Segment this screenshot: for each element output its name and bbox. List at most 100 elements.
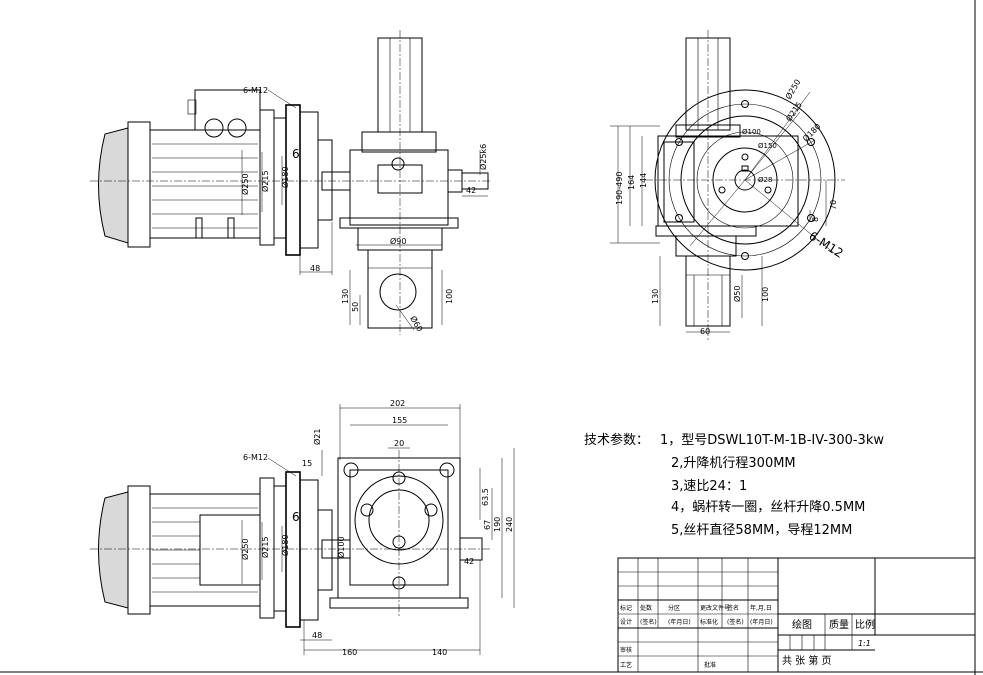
front-motor-fins	[152, 143, 258, 229]
front-d90: Ø90	[390, 236, 406, 246]
tb-scale-label: 比例	[855, 618, 875, 631]
front-six: 6	[292, 147, 300, 161]
front-lower-bore	[379, 273, 417, 311]
side-d100-label: Ø100	[742, 128, 761, 136]
plan-bolt-label: 6-M12	[243, 453, 268, 462]
plan-d250: Ø250	[240, 538, 250, 560]
front-motor-ring	[127, 121, 151, 248]
plan-len48: 48	[312, 631, 322, 640]
plan-corner-hole-tr	[439, 462, 455, 478]
front-gearbox	[349, 149, 449, 226]
side-h100: 100	[761, 287, 770, 302]
specs-line-1: 1，型号DSWL10T-M-1B-IV-300-3kw	[660, 433, 884, 448]
tb-r2-c3: (年月日)	[668, 618, 691, 626]
plan-len42: 42	[464, 557, 474, 566]
specs-line-5: 5,丝杆直径58MM，导程12MM	[671, 523, 852, 538]
side-view: Ø250 Ø215 Ø180 Ø100 Ø150 Ø28 190-490 164…	[610, 30, 846, 340]
side-d50: Ø50	[732, 286, 742, 302]
front-view: 6-M12 Ø250 Ø215 Ø180 6 48 Ø25k6 42 Ø90 1…	[90, 30, 490, 335]
tb-r2-c6: (年月日)	[750, 618, 773, 626]
tb-r4-c4: 批准	[704, 661, 716, 669]
specs-line-4: 4，蜗杆转一圈，丝杆升降0.5MM	[671, 499, 865, 515]
tb-sheets-label: 共 张 第 页	[782, 654, 832, 667]
tb-r2-c1: 设计	[620, 618, 632, 626]
side-d150: Ø150	[758, 142, 777, 150]
tb-stage-label: 绘图	[792, 618, 812, 631]
front-lower-tube	[367, 249, 433, 329]
plan-h67: 67	[483, 520, 492, 530]
tb-r1-c5: 签名	[727, 604, 739, 612]
front-coupling	[317, 139, 333, 221]
front-d180: Ø180	[280, 166, 290, 188]
front-conduit-right	[227, 118, 247, 138]
side-h144: 144	[639, 173, 648, 188]
front-len48: 48	[310, 264, 320, 273]
side-d250: Ø250	[783, 77, 802, 101]
side-h130: 130	[651, 289, 660, 304]
front-terminal-box	[194, 89, 261, 131]
front-oil-plug	[391, 157, 405, 171]
plan-corner-hole-tl	[343, 462, 359, 478]
title-block: 标记 处数 分区 更改文件号 签名 年,月,日 设计 (签名) (年月日) 标准…	[617, 557, 976, 673]
side-d28: Ø28	[758, 176, 772, 184]
specs-heading: 技术参数：	[584, 432, 649, 448]
side-w60: 60	[700, 327, 710, 336]
front-h50: 50	[351, 302, 360, 312]
side-d215: Ø215	[783, 100, 804, 123]
plan-h190: 190	[493, 517, 502, 532]
plan-d215: Ø215	[260, 536, 270, 558]
plan-view: 202 155 20 Ø21 15 6-M12 63.5 67 190 240 …	[90, 399, 515, 657]
tb-r3-c1: 审核	[620, 646, 632, 654]
tb-scale-value: 1:1	[858, 639, 871, 648]
tb-r1-c3: 分区	[668, 604, 680, 612]
tb-r2-c4: 标准化	[700, 618, 718, 626]
plan-w140: 140	[432, 648, 447, 657]
side-h70: 70	[829, 200, 838, 210]
side-h164: 164	[627, 175, 636, 190]
front-motor-endcap	[98, 127, 129, 244]
tb-r1-c1: 标记	[620, 604, 632, 612]
specs-line-2: 2,升降机行程300MM	[671, 456, 796, 471]
front-d215: Ø215	[260, 170, 270, 192]
plan-n15: 15	[302, 459, 312, 468]
side-d180: Ø180	[800, 121, 822, 143]
front-input-shaft	[461, 172, 489, 190]
front-d250: Ø250	[240, 173, 250, 195]
plan-motor-endcap	[98, 491, 129, 609]
tb-mass-label: 质量	[829, 619, 849, 631]
plan-input-shaft	[459, 537, 483, 561]
tb-r2-c5: (签名)	[727, 618, 744, 626]
plan-d180: Ø180	[280, 534, 290, 556]
plan-bolt-holes	[360, 471, 438, 549]
tb-r4-c1: 工艺	[620, 661, 632, 669]
plan-h240: 240	[505, 517, 514, 532]
tb-r1-c2: 处数	[640, 604, 652, 612]
front-flange-d	[299, 111, 319, 249]
tech-specs: 技术参数： 1，型号DSWL10T-M-1B-IV-300-3kw 2,升降机行…	[584, 432, 884, 538]
plan-h63-5: 63.5	[481, 488, 490, 506]
plan-w155: 155	[392, 416, 407, 425]
tb-r2-c2: (签名)	[640, 618, 657, 626]
tb-r1-c6: 年,月,日	[750, 604, 772, 612]
front-h100: 100	[445, 289, 454, 304]
front-shaft-dim: Ø25k6	[478, 144, 488, 170]
plan-six: 6	[292, 510, 300, 524]
front-bolt-label: 6-M12	[243, 86, 268, 95]
front-base-plate	[339, 217, 459, 229]
front-conduit-left	[204, 118, 224, 138]
front-gearbox-top	[361, 131, 437, 153]
plan-d21: Ø21	[312, 429, 322, 445]
side-lower-tube	[685, 255, 731, 327]
front-h130: 130	[341, 289, 350, 304]
plan-terminal-box	[199, 514, 261, 586]
side-bolt-label: 6-M12	[806, 229, 845, 261]
plan-d100: Ø100	[336, 536, 346, 558]
side-bolt-holes	[675, 100, 815, 260]
plan-w202: 202	[390, 399, 405, 408]
front-len42: 42	[466, 186, 476, 195]
side-h190-490: 190-490	[615, 172, 624, 205]
specs-line-3: 3,速比24：1	[671, 479, 747, 494]
side-h8: 8	[811, 217, 820, 222]
tb-r1-c4: 更改文件号	[700, 604, 730, 612]
